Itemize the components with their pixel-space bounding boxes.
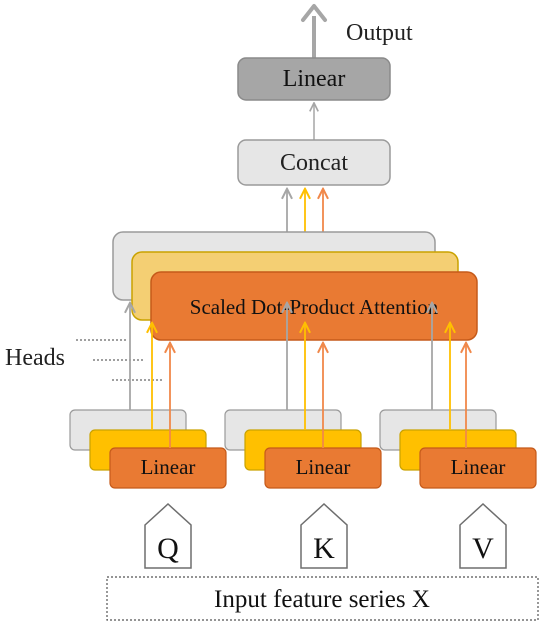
concat-label: Concat: [280, 150, 348, 176]
q-input-shape: [144, 502, 192, 569]
k-input-shape: [300, 502, 348, 569]
k-linear-label: Linear: [296, 455, 351, 479]
input-feature-box: [106, 576, 539, 621]
attention-label: Scaled Dot-Product Attention: [190, 295, 439, 319]
top-linear-label: Linear: [283, 66, 346, 92]
input-feature-label: Input feature series X: [214, 586, 430, 613]
q-label: Q: [157, 532, 179, 565]
concat-box: [237, 139, 391, 186]
q-linear-label: Linear: [141, 455, 196, 479]
v-to-attention-arrows: [432, 304, 466, 448]
v-linear-label: Linear: [451, 455, 506, 479]
v-input-shape: [459, 502, 507, 569]
v-label: V: [472, 532, 494, 565]
q-to-attention-arrows: [130, 304, 170, 448]
heads-dotted-lines: [76, 339, 162, 381]
k-label: K: [313, 532, 335, 565]
v-linear-head-1-box: [419, 447, 537, 489]
top-linear-box: [237, 57, 391, 101]
q-linear-head-1-box: [109, 447, 227, 489]
output-arrow: [301, 4, 327, 58]
output-label: Output: [346, 20, 413, 46]
heads-label: Heads: [5, 345, 65, 371]
attention-head-1-box: [150, 271, 478, 341]
k-to-attention-arrows: [287, 304, 323, 448]
